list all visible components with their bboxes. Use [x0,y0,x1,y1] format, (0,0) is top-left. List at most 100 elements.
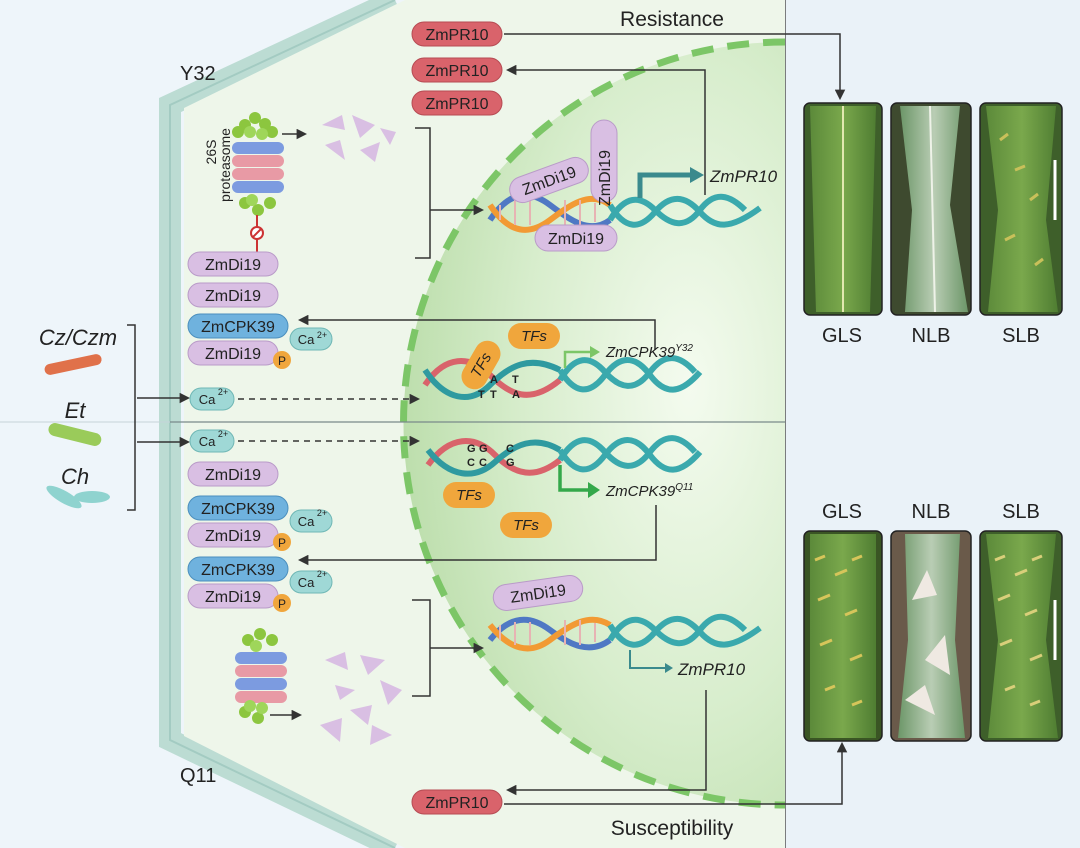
disease-label-slb-top: SLB [1002,325,1040,347]
disease-label-nlb-bottom: NLB [912,501,951,523]
pr10-expression-arrow-bottom [505,690,707,796]
svg-text:Ca: Ca [199,392,216,407]
pathogen-cz-label: Cz/Czm [39,325,117,350]
tfs-bottom-1: TFs [443,482,495,508]
pr10-gene-label-bottom: ZmPR10 [677,660,746,679]
svg-text:ZmDi19: ZmDi19 [205,528,261,545]
svg-text:2+: 2+ [218,387,228,397]
svg-text:TFs: TFs [513,517,539,534]
leaf-nlb-susceptible [890,530,972,742]
svg-text:ZmCPK39: ZmCPK39 [201,501,275,518]
calcium-ion-bottom: Ca 2+ [189,429,235,453]
svg-text:ZmCPK39: ZmCPK39 [201,319,275,336]
svg-text:ZmDi19: ZmDi19 [205,288,261,305]
snp-top-2a: A [490,374,498,386]
cpk39-complex-bottom-1: ZmCPK39 Ca 2+ ZmDi19 P [187,495,333,551]
svg-text:P: P [278,354,286,368]
svg-text:Ca: Ca [199,434,216,449]
svg-text:ZmPR10: ZmPR10 [425,795,488,812]
pathogen-ch-icon [46,485,82,509]
resistance-arrow [504,33,846,101]
susceptibility-arrow [504,741,848,805]
svg-text:2+: 2+ [317,569,327,579]
svg-text:ZmPR10: ZmPR10 [425,96,488,113]
cpk39-gene-label-top: ZmCPK39Y32 [605,343,693,361]
leaf-slb-susceptible [979,530,1063,742]
pr10-protein-3: ZmPR10 [411,90,503,116]
cpk39-gene-dna-bottom [425,435,703,477]
cultivar-bottom-label: Q11 [180,765,216,787]
svg-text:ZmDi19: ZmDi19 [205,589,261,606]
nucleus [403,42,785,805]
di19-free-bottom: ZmDi19 [492,575,584,611]
disease-label-slb-bottom: SLB [1002,501,1040,523]
svg-text:ZmPR10: ZmPR10 [425,63,488,80]
degraded-fragments-bottom [320,652,402,745]
svg-text:2+: 2+ [317,330,327,340]
cultivar-top-label: Y32 [180,63,216,85]
snp-bottom-1b: C [467,457,475,469]
calcium-ion-top: Ca 2+ [189,387,235,411]
nuclear-envelope [400,38,786,809]
svg-text:Ca: Ca [298,514,315,529]
disease-label-nlb-top: NLB [912,325,951,347]
disease-label-gls-bottom: GLS [822,501,862,523]
tfs-bottom-2: TFs [500,512,552,538]
leaf-gls-resistant [803,102,883,316]
proteasome-top [232,112,284,252]
svg-text:ZmPR10: ZmPR10 [425,27,488,44]
cpk39-gene-label-bottom: ZmCPK39Q11 [605,482,693,500]
pr10-expression-arrow-top [505,64,706,195]
svg-text:ZmDi19: ZmDi19 [205,346,261,363]
di19-bound-3: ZmDi19 [534,224,618,252]
svg-text:ZmDi19: ZmDi19 [548,231,604,248]
svg-text:TFs: TFs [521,328,547,345]
tfs-top-2: TFs [508,323,560,349]
pathogen-et-icon [48,423,102,446]
svg-text:ZmCPK39: ZmCPK39 [201,562,275,579]
proteasome-bottom [235,628,287,724]
snp-top-3b: A [512,389,520,401]
leaf-nlb-resistant [890,102,972,316]
pathogen-bracket [127,324,136,511]
snp-top-1b: T [478,389,485,401]
svg-text:TFs: TFs [456,487,482,504]
pathogen-ch-label: Ch [61,464,89,489]
snp-top-2b: T [490,389,497,401]
pr10-protein-1: ZmPR10 [411,21,503,47]
svg-text:2+: 2+ [218,429,228,439]
pathogen-cz-icon [44,354,102,375]
leaf-gls-susceptible [803,530,883,742]
susceptibility-label: Susceptibility [611,817,734,840]
snp-bottom-3a: C [506,443,514,455]
svg-text:P: P [278,536,286,550]
snp-bottom-2b: C [479,457,487,469]
cpk39-complex-top: ZmCPK39 Ca 2+ ZmDi19 P [187,313,333,369]
snp-top-3a: T [512,374,519,386]
svg-text:2+: 2+ [317,508,327,518]
pathogen-legend: Cz/Czm Et Ch [39,324,136,511]
svg-text:ZmDi19: ZmDi19 [205,467,261,484]
pr10-gene-dna-bottom [487,613,762,652]
leaf-slb-resistant [979,102,1063,316]
disease-label-gls-top: GLS [822,325,862,347]
cpk39-complex-bottom-2: ZmCPK39 Ca 2+ ZmDi19 P [187,556,333,612]
degraded-fragments-top [322,115,396,162]
snp-bottom-1a: G [467,443,476,455]
svg-text:P: P [278,597,286,611]
di19-protein-top-1: ZmDi19 [187,251,279,277]
pr10-protein-bottom: ZmPR10 [411,789,503,815]
svg-text:Ca: Ca [298,575,315,590]
svg-text:Ca: Ca [298,332,315,347]
di19-protein-top-2: ZmDi19 [187,282,279,308]
svg-text:ZmDi19: ZmDi19 [597,150,614,206]
pathogen-et-label: Et [65,398,87,423]
pr10-gene-label-top: ZmPR10 [709,167,778,186]
resistance-label: Resistance [620,8,724,31]
pr10-protein-2: ZmPR10 [411,57,503,83]
snp-bottom-2a: G [479,443,488,455]
proteasome-label-2: proteasome [217,128,233,202]
di19-protein-bottom-1: ZmDi19 [187,461,279,487]
